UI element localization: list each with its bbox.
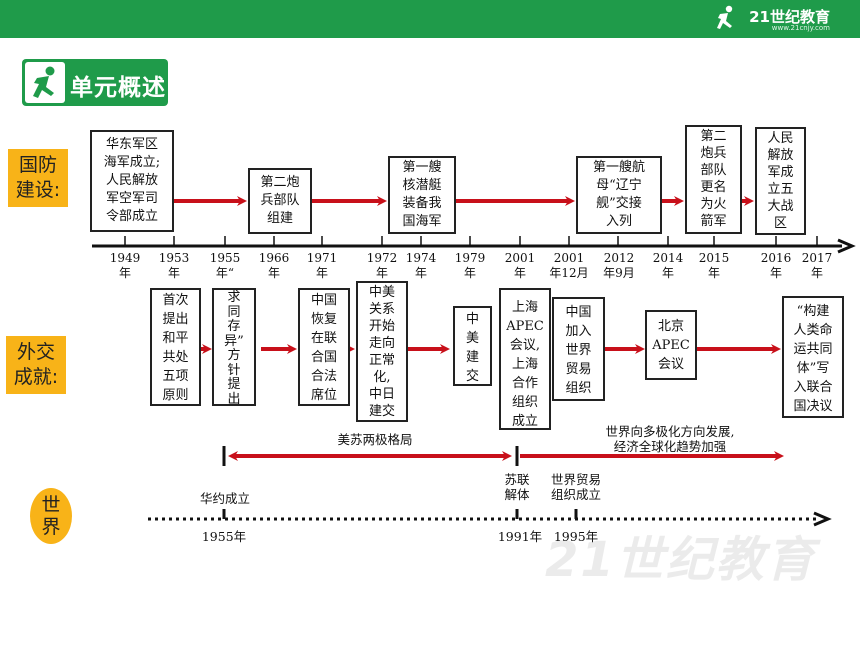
year-label: 1949 年 xyxy=(109,251,141,280)
world-era-bars xyxy=(222,446,519,466)
diplomacy-event-box: 首次 提出 和平 共处 五项 原则 xyxy=(150,288,201,406)
diplomacy-event-box: 中国 恢复 在联 合国 合法 席位 xyxy=(298,288,350,406)
year-label: 2014 年 xyxy=(652,251,684,280)
defense-event-box: 第二炮 兵部队 组建 xyxy=(248,168,312,234)
year-label: 2012 年9月 xyxy=(603,251,635,280)
world-label-text: 世 界 xyxy=(41,494,61,538)
section-title: 单元概述 xyxy=(70,75,166,101)
year-label: 2001 年12月 xyxy=(549,251,589,280)
brand-name: 21世纪教育 xyxy=(749,8,830,26)
section-header: 单元概述 xyxy=(22,59,168,106)
year-label: 2017 年 xyxy=(801,251,833,280)
year-label: 1955 年“ xyxy=(209,251,241,280)
diplomacy-event-box: 求 同 存 异” 方 针 提 出 xyxy=(212,288,256,406)
year-label: 1953 年 xyxy=(158,251,190,280)
world-event-label: 世界贸易 组织成立 xyxy=(550,472,601,502)
axis-ticks xyxy=(124,236,818,246)
diplomacy-category-label: 外交 成就: xyxy=(6,336,66,394)
world-year-label: 1991年 xyxy=(497,529,543,544)
world-axis-arrowhead xyxy=(813,511,832,527)
top-banner: 21世纪教育 www.21cnjy.com xyxy=(0,0,860,38)
world-year-label: 1955年 xyxy=(201,529,247,544)
runner-icon xyxy=(25,62,65,103)
diplomacy-event-box: 中美 关系 开始 走向 正常 化, 中日 建交 xyxy=(356,281,408,422)
brand-url: www.21cnjy.com xyxy=(771,24,830,32)
defense-event-box: 华东军区 海军成立; 人民解放 军空军司 令部成立 xyxy=(90,130,174,232)
defense-event-box: 第一艘 核潜艇 装备我 国海军 xyxy=(388,156,456,234)
world-year-label: 1995年 xyxy=(553,529,599,544)
year-label: 1966 年 xyxy=(258,251,290,280)
defense-category-label: 国防 建设: xyxy=(8,149,68,207)
diplomacy-event-box: 中 美 建 交 xyxy=(453,306,492,386)
world-category-label: 世 界 xyxy=(30,488,72,544)
diplomacy-event-box: 北京 APEC 会议 xyxy=(645,310,697,380)
defense-event-box: 人民 解放 军成 立五 大战 区 xyxy=(755,127,806,235)
runner-logo-icon xyxy=(717,5,733,29)
defense-event-box: 第二 炮兵 部队 更名 为火 箭军 xyxy=(685,125,742,234)
world-ticks xyxy=(222,509,578,519)
diplomacy-event-box: “构建 人类命 运共同 体”写 入联合 国决议 xyxy=(782,296,844,418)
main-axis-arrowhead xyxy=(837,238,856,254)
year-label: 1972 年 xyxy=(366,251,398,280)
world-era-label: 世界向多极化方向发展, 经济全球化趋势加强 xyxy=(605,424,735,454)
world-event-label: 华约成立 xyxy=(199,491,250,506)
watermark: 21世纪教育 xyxy=(545,532,816,588)
year-label: 2016 年 xyxy=(760,251,792,280)
diplomacy-event-box: 中国 加入 世界 贸易 组织 xyxy=(552,297,605,401)
year-label: 2015 年 xyxy=(698,251,730,280)
world-event-label: 苏联 解体 xyxy=(504,472,530,502)
defense-event-box: 第一艘航 母“辽宁 舰”交接 入列 xyxy=(576,156,662,234)
year-label: 1971 年 xyxy=(306,251,338,280)
year-label: 1974 年 xyxy=(405,251,437,280)
diplomacy-event-box: 上海 APEC 会议, 上海 合作 组织 成立 xyxy=(499,288,551,430)
year-label: 2001 年 xyxy=(504,251,536,280)
world-era-label: 美苏两极格局 xyxy=(337,432,413,447)
year-label: 1979 年 xyxy=(454,251,486,280)
